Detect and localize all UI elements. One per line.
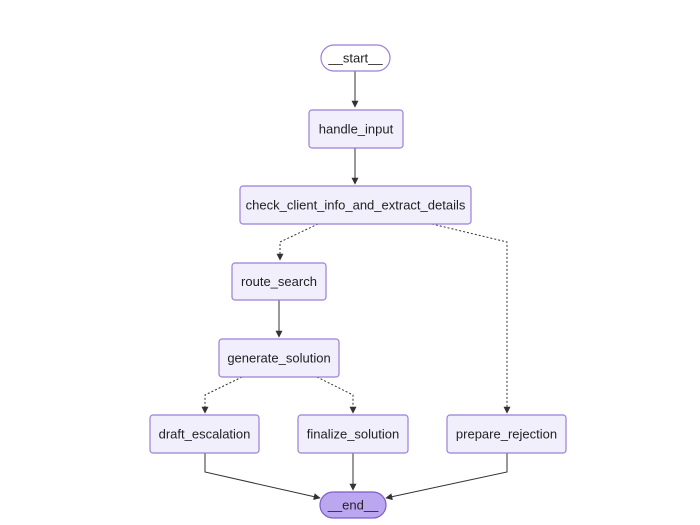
node-end[interactable]: __end__ [319,491,387,519]
node-draft-escalation[interactable]: draft_escalation [149,414,260,454]
node-route-search-label: route_search [241,274,317,289]
edge-generate-solution-to-finalize-solution [316,376,357,414]
node-shape [297,414,409,454]
node-end-label: __end__ [327,498,379,513]
node-route-search[interactable]: route_search [231,262,327,301]
edge-prepare-rejection-to-end [385,453,508,501]
edge-check-client-to-prepare-rejection [431,223,511,414]
edge-check-client-to-route-search [276,223,319,261]
node-generate-solution[interactable]: generate_solution [218,338,340,378]
edge-generate-solution-to-draft-escalation [201,376,243,414]
terminal-shape [319,491,387,519]
node-shape [149,414,260,454]
node-generate-solution-label: generate_solution [227,351,330,366]
node-shape [231,262,327,301]
node-prepare-rejection-label: prepare_rejection [456,427,557,442]
terminal-shape [320,44,391,72]
node-shape [446,414,567,454]
node-start-label: __start__ [327,51,383,66]
node-shape [218,338,340,378]
node-draft-escalation-label: draft_escalation [159,427,251,442]
node-check-client-info[interactable]: check_client_info_and_extract_details [239,185,472,225]
nodes: __start__ handle_input check_client_info… [149,44,567,519]
edge-draft-escalation-to-end [204,453,321,501]
node-finalize-solution[interactable]: finalize_solution [297,414,409,454]
edges [201,71,511,501]
node-check-client-info-label: check_client_info_and_extract_details [246,198,466,213]
node-shape [308,109,404,149]
node-start[interactable]: __start__ [320,44,391,72]
node-handle-input-label: handle_input [319,122,394,137]
node-finalize-solution-label: finalize_solution [307,427,400,442]
node-shape [239,185,472,225]
node-handle-input[interactable]: handle_input [308,109,404,149]
node-prepare-rejection[interactable]: prepare_rejection [446,414,567,454]
